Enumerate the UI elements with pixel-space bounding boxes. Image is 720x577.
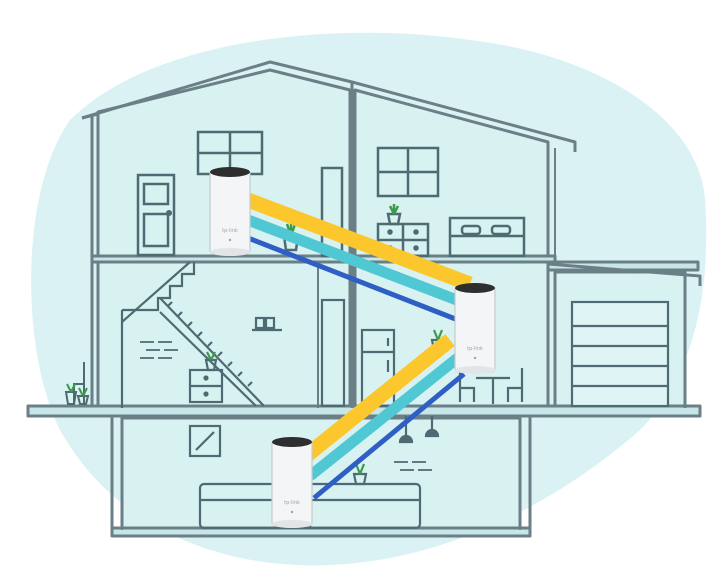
plant-icon — [64, 383, 78, 405]
staircase-icon — [120, 261, 265, 408]
window-icon — [376, 146, 440, 198]
porch-furniture — [64, 362, 90, 405]
brand-label: tp-link — [222, 228, 238, 234]
picture-frame-icon — [252, 316, 282, 332]
pendant-lamp-icon — [398, 416, 440, 444]
dresser-icon — [188, 368, 224, 404]
middle-left-furniture — [120, 261, 346, 408]
mesh-unit-upstairs: tp-link — [209, 167, 251, 256]
door-icon — [320, 298, 346, 408]
table-icon — [476, 376, 510, 404]
garage-door-icon — [570, 300, 670, 408]
door-icon — [136, 173, 176, 257]
middle-right-furniture — [360, 328, 524, 444]
brand-label: tp-link — [467, 346, 483, 352]
status-light-icon — [473, 356, 477, 360]
brick-pattern-icon — [140, 341, 178, 359]
bed-icon — [448, 216, 526, 258]
signal-beams — [245, 192, 473, 500]
status-light-icon — [290, 510, 294, 514]
beam-upper-to-middle — [245, 192, 473, 323]
plant-icon — [204, 351, 218, 372]
beam-middle-to-basement — [301, 334, 466, 500]
chair-icon — [458, 368, 524, 402]
plant-icon — [76, 387, 90, 405]
status-light-icon — [228, 238, 232, 242]
mesh-unit-basement: tp-link — [271, 437, 313, 528]
brick-pattern-icon — [394, 461, 432, 471]
plant-icon — [386, 204, 402, 226]
picture-frame-icon — [188, 424, 222, 458]
middle-left-room — [96, 260, 352, 410]
mesh-unit-middle: tp-link — [454, 283, 496, 374]
brand-label: tp-link — [284, 500, 300, 506]
